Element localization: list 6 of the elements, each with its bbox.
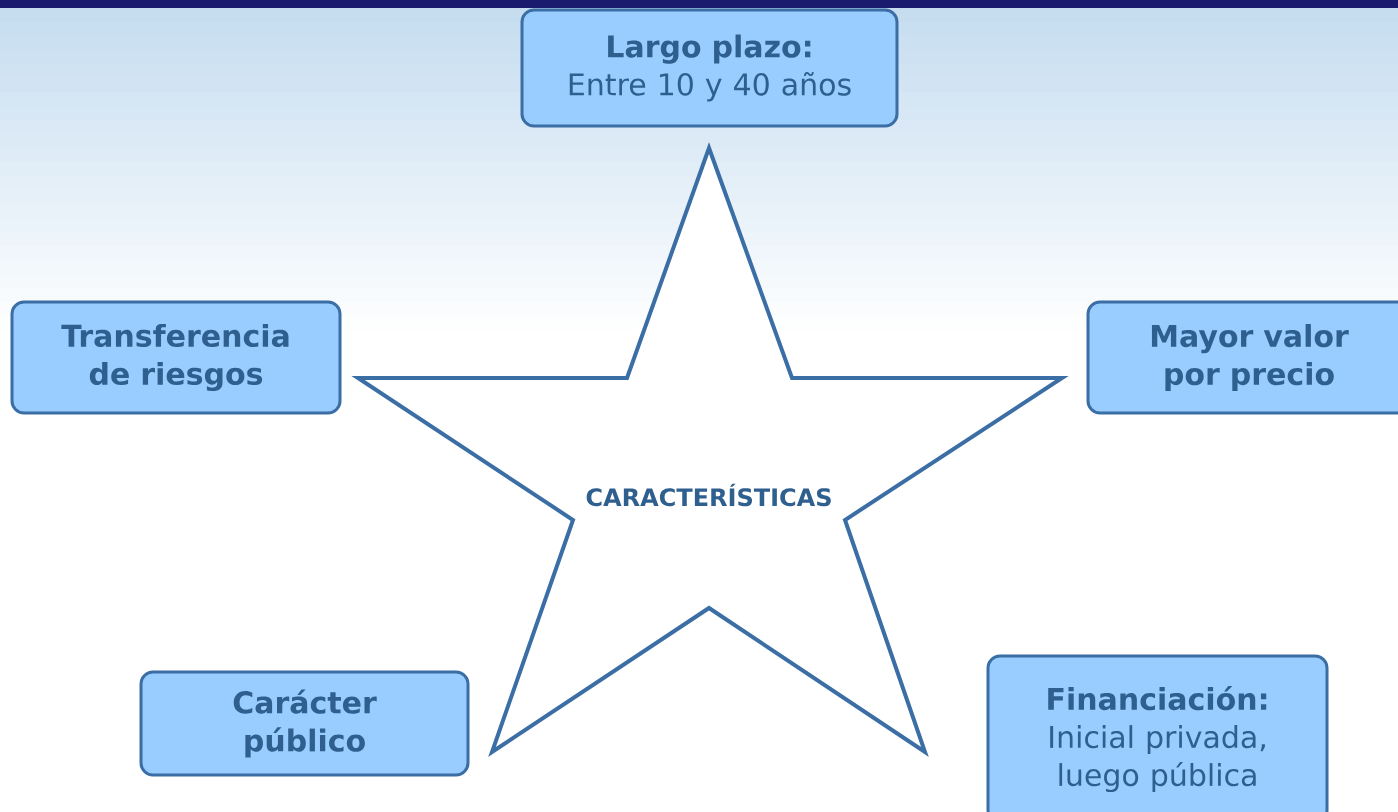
feature-box: Financiación: Inicial privada, luego pública [986, 654, 1329, 812]
feature-box: Largo plazo: Entre 10 y 40 años [520, 8, 899, 128]
feature-box: Mayor valor por precio [1086, 300, 1398, 415]
star-label: CARACTERÍSTICAS [586, 483, 831, 507]
feature-box: Transferencia de riesgos [10, 300, 342, 415]
feature-box: Carácter público [139, 670, 470, 777]
